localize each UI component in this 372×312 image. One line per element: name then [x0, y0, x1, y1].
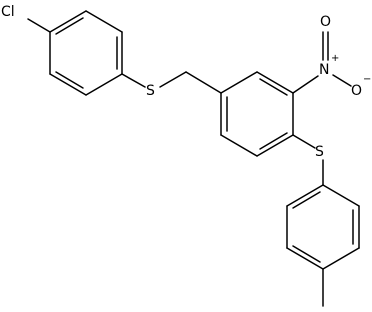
ring-s-bond [292, 134, 316, 149]
nitrogen-charge-label: + [331, 53, 339, 64]
chlorine-atom-label: Cl [1, 4, 15, 20]
nitrogen-atom-label: N [319, 62, 329, 78]
central-benzene-ring [220, 71, 294, 157]
tolyl-ring [286, 184, 360, 270]
c-cl-bond [27, 18, 51, 33]
ch2-ring-bond [185, 71, 222, 94]
sulfur-aryl-atom-label: S [315, 144, 324, 160]
c-n-bond [292, 75, 319, 94]
nitro-oxygen-top-label: O [320, 14, 331, 30]
nitro-oxygen-side-label: O [351, 83, 362, 99]
oxygen-charge-label: − [363, 74, 371, 85]
s-ch2-bond [159, 71, 187, 88]
chlorophenyl-ring [49, 10, 123, 96]
aryl-s-bond [121, 73, 146, 88]
n-o-single-bond [332, 74, 352, 87]
sulfur-benzyl-atom-label: S [146, 83, 155, 99]
